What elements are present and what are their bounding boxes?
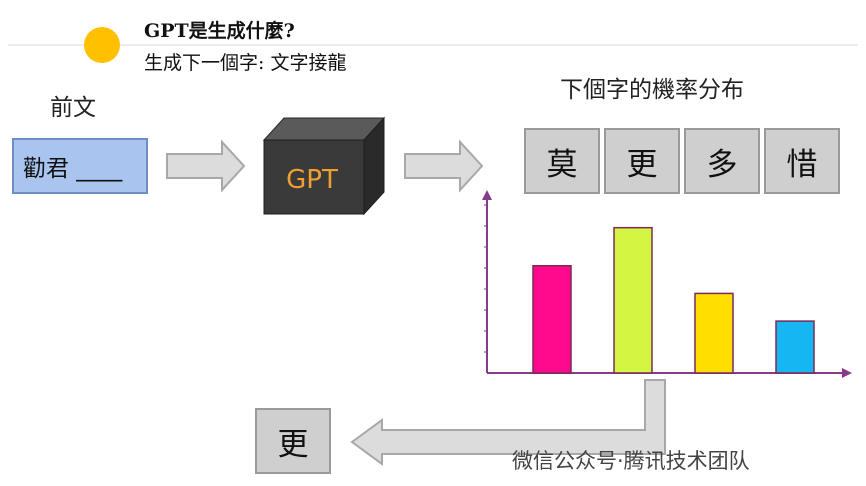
bar-2	[613, 226, 653, 374]
gpt-label: GPT	[286, 165, 338, 195]
context-label: 前文	[50, 95, 96, 121]
candidate-4: 惜	[764, 128, 840, 194]
arrow-right-icon	[404, 139, 484, 193]
x-axis-arrow-icon	[842, 368, 852, 378]
distribution-label: 下個字的機率分布	[560, 77, 744, 103]
bar-4	[775, 320, 815, 374]
top-divider	[8, 44, 858, 46]
context-box: 勸君 ____	[12, 138, 148, 194]
bar-1	[532, 264, 572, 374]
candidate-1: 莫	[524, 128, 600, 194]
arrow-right-icon	[166, 139, 246, 193]
gpt-cube: GPT	[262, 116, 386, 216]
watermark: 微信公众号·腾讯技术团队	[512, 449, 750, 473]
probability-chart	[482, 190, 852, 378]
candidate-3: 多	[684, 128, 760, 194]
bar-3	[694, 292, 734, 374]
header-title: GPT是生成什麼?	[144, 20, 295, 42]
header-subtitle: 生成下一個字: 文字接龍	[144, 52, 347, 74]
y-axis-arrow-icon	[482, 190, 492, 200]
return-arrow-icon	[350, 379, 666, 466]
sun-bullet-icon	[84, 27, 120, 63]
output-box: 更	[255, 408, 331, 474]
candidate-2: 更	[604, 128, 680, 194]
